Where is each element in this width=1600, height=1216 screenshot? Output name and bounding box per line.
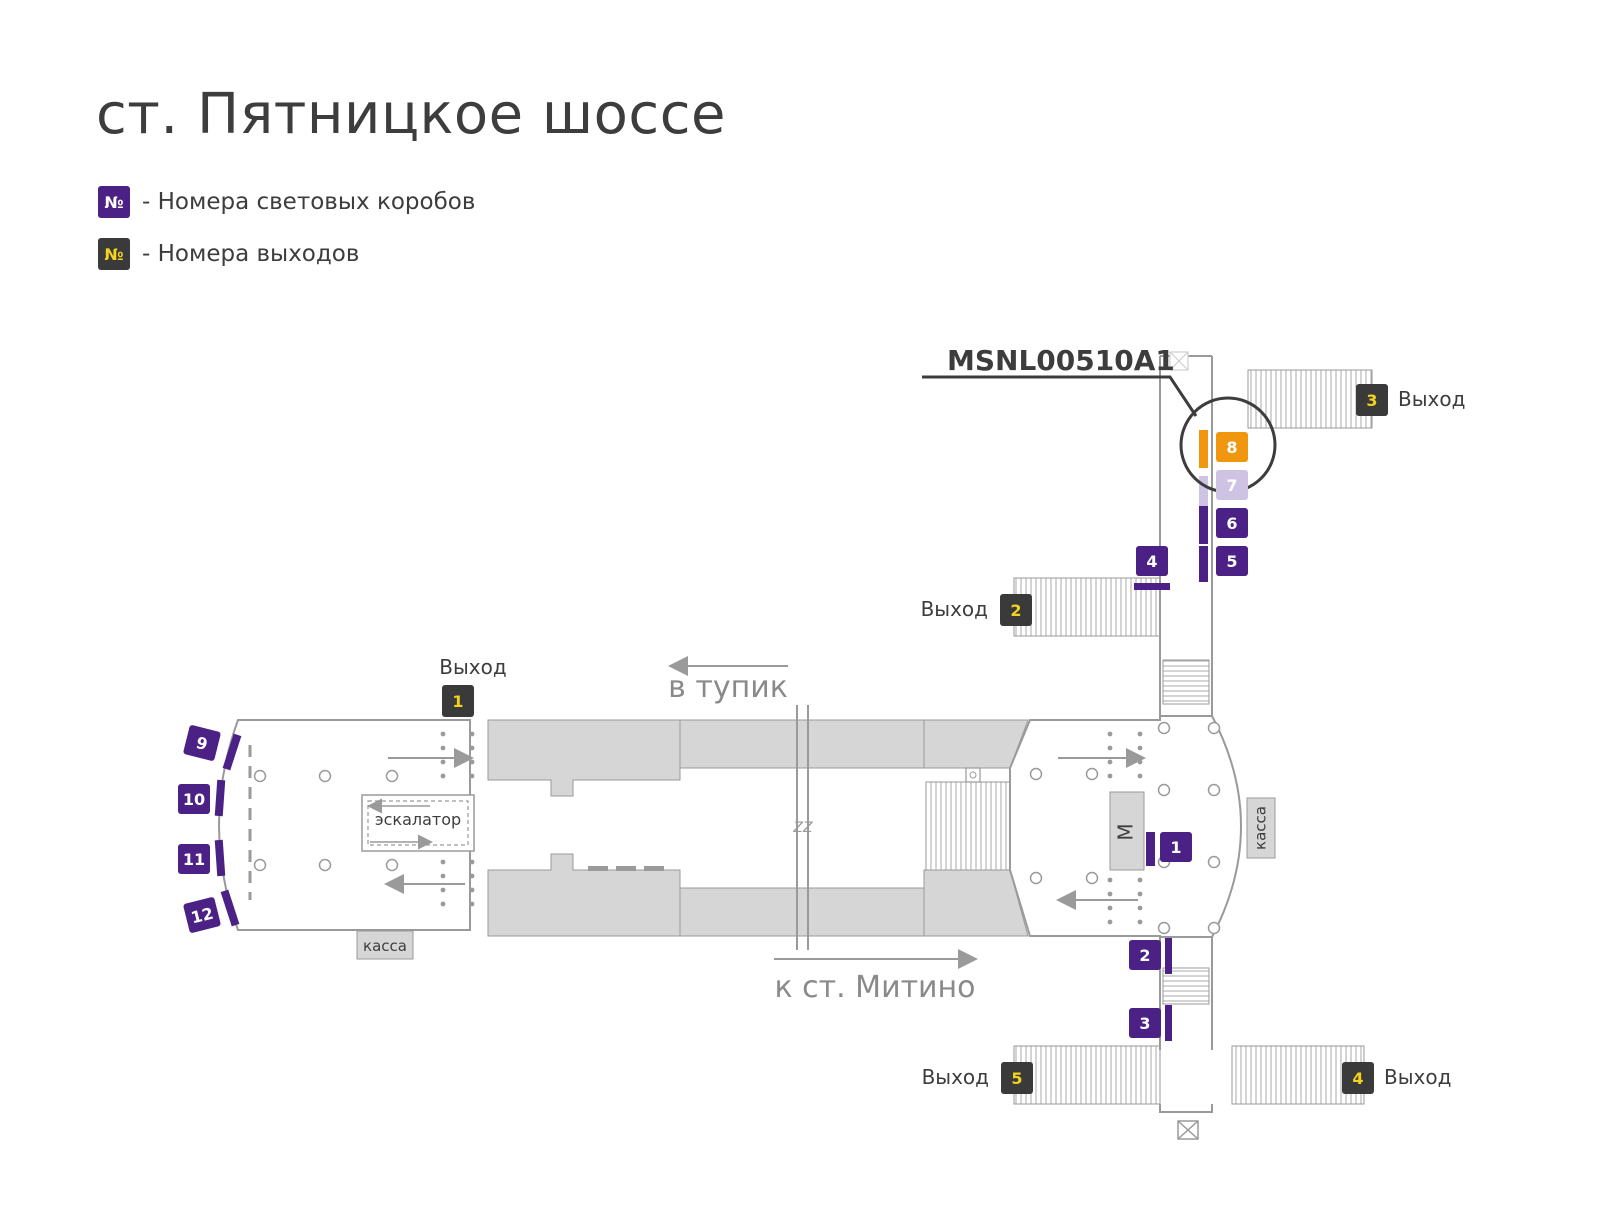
light-box-badge[interactable] xyxy=(178,784,210,814)
exit-number: 3 xyxy=(1366,391,1377,410)
light-box-number: 11 xyxy=(183,850,205,869)
exit-badge[interactable] xyxy=(1342,1062,1374,1094)
light-box-number: 7 xyxy=(1226,476,1237,495)
exit-4[interactable]: 4 Выход xyxy=(1342,1062,1451,1094)
west-vestibule: эскалатор касса xyxy=(218,719,475,960)
legend-exit-label: - Номера выходов xyxy=(142,241,360,267)
exit-label: Выход xyxy=(921,597,988,621)
east-vestibule: М касса xyxy=(1009,715,1276,938)
exit-number: 1 xyxy=(452,692,463,711)
legend-box-chip: № xyxy=(98,186,130,218)
light-box-5[interactable]: 5 xyxy=(1216,546,1248,576)
south-corridor xyxy=(1013,937,1365,1140)
light-box-1[interactable]: 1 xyxy=(1160,832,1192,862)
light-box-number: 3 xyxy=(1139,1014,1150,1033)
light-box-badge[interactable] xyxy=(1136,546,1168,576)
light-box-badge[interactable] xyxy=(183,725,221,762)
light-box-badge[interactable] xyxy=(1160,832,1192,862)
exit-number: 5 xyxy=(1011,1069,1022,1088)
light-box-11[interactable]: 11 xyxy=(178,844,210,874)
light-box-2[interactable]: 2 xyxy=(1129,940,1161,970)
light-box-badge[interactable] xyxy=(183,897,221,934)
exit-label: Выход xyxy=(1398,387,1465,411)
light-box-4[interactable]: 4 xyxy=(1136,546,1168,576)
light-box-number: 1 xyxy=(1170,838,1181,857)
highlight-label: MSNL00510A1 xyxy=(947,344,1175,377)
ticket-office-east: касса xyxy=(1252,806,1270,850)
light-box-badge[interactable] xyxy=(1129,940,1161,970)
light-box-9[interactable]: 9 xyxy=(183,725,221,762)
exit-badge[interactable] xyxy=(1356,384,1388,416)
light-box-bars xyxy=(214,430,1208,1041)
light-box-number: 8 xyxy=(1226,438,1237,457)
light-box-6[interactable]: 6 xyxy=(1216,508,1248,538)
light-box-number: 2 xyxy=(1139,946,1150,965)
track-area: ZZ в тупик к ст. Митино xyxy=(487,656,1029,1005)
direction-to-mitino: к ст. Митино xyxy=(774,970,975,1005)
light-box-number: 5 xyxy=(1226,552,1237,571)
exit-badge[interactable] xyxy=(442,685,474,717)
light-box-badge[interactable] xyxy=(178,844,210,874)
legend-light-boxes: № - Номера световых коробов xyxy=(98,186,475,218)
direction-dead-end: в тупик xyxy=(668,670,788,705)
exit-label: Выход xyxy=(439,655,506,679)
light-box-badge[interactable] xyxy=(1216,508,1248,538)
exit-3[interactable]: 3 Выход xyxy=(1356,384,1465,416)
exit-number: 4 xyxy=(1352,1069,1363,1088)
legend-exit-chip: № xyxy=(98,238,130,270)
north-corridor xyxy=(1013,351,1373,716)
page-title: ст. Пятницкое шоссе xyxy=(96,82,726,147)
light-box-8[interactable]: 8 xyxy=(1216,432,1248,462)
light-box-number: 12 xyxy=(189,904,215,928)
light-box-number: 10 xyxy=(183,790,205,809)
highlight-callout: MSNL00510A1 xyxy=(922,344,1277,494)
exit-label: Выход xyxy=(922,1065,989,1089)
light-box-10[interactable]: 10 xyxy=(178,784,210,814)
exit-5[interactable]: 5 Выход xyxy=(922,1062,1033,1094)
exit-badge[interactable] xyxy=(1001,1062,1033,1094)
metro-sign: М xyxy=(1114,823,1138,840)
ticket-office-west: касса xyxy=(363,937,407,955)
exit-number: 2 xyxy=(1010,601,1021,620)
light-box-number: 4 xyxy=(1146,552,1157,571)
light-box-badge[interactable] xyxy=(1129,1008,1161,1038)
light-box-badge[interactable] xyxy=(1216,546,1248,576)
legend-box-label: - Номера световых коробов xyxy=(142,189,476,215)
light-box-7[interactable]: 7 xyxy=(1216,470,1248,500)
legend-exits: № - Номера выходов xyxy=(98,238,359,270)
escalator-label: эскалатор xyxy=(375,810,461,829)
platform-stairs xyxy=(925,767,1022,871)
light-box-number: 6 xyxy=(1226,514,1237,533)
exit-2[interactable]: 2 Выход xyxy=(921,594,1032,626)
light-box-12[interactable]: 12 xyxy=(183,897,221,934)
exit-1[interactable]: 1 Выход xyxy=(439,655,507,717)
light-box-badge[interactable] xyxy=(1216,470,1248,500)
light-box-number: 9 xyxy=(194,733,209,754)
exit-badge[interactable] xyxy=(1000,594,1032,626)
gap-mark: ZZ xyxy=(792,820,813,836)
exit-label: Выход xyxy=(1384,1065,1451,1089)
light-box-badge[interactable] xyxy=(1216,432,1248,462)
light-box-3[interactable]: 3 xyxy=(1129,1008,1161,1038)
